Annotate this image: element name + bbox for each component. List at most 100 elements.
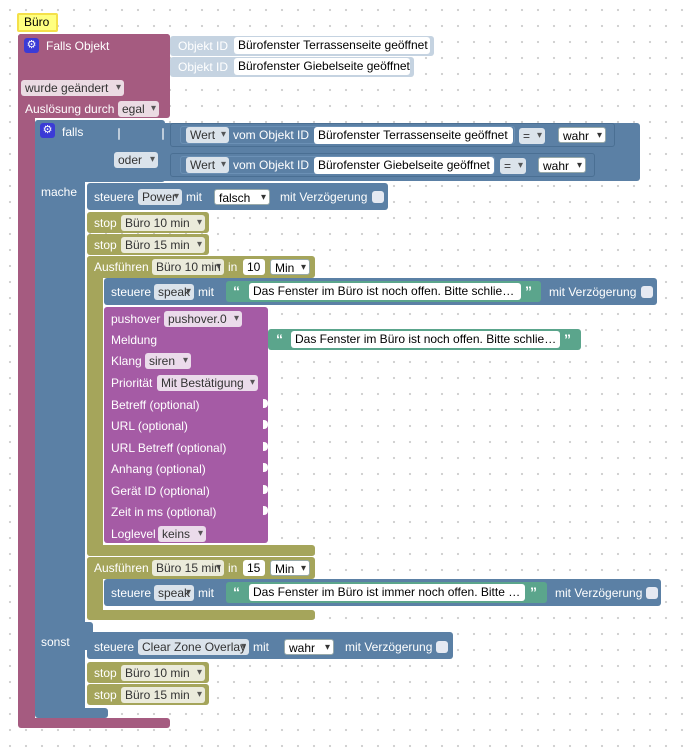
open-quote-icon: “ <box>233 584 240 600</box>
input-socket[interactable] <box>263 463 268 472</box>
cond2-value-dropdown[interactable]: wahr <box>538 157 586 173</box>
objid-chip-1-label: Objekt ID <box>178 39 229 53</box>
schedule-block-15-bottom <box>87 610 315 620</box>
stop-timer-dropdown[interactable]: Büro 10 min <box>121 665 205 681</box>
pushover-loglevel-label: Loglevel <box>111 527 156 541</box>
speak-1-steuere: steuere <box>111 285 152 299</box>
speak-2-mit: mit <box>198 586 214 600</box>
condition-dropdown[interactable]: wurde geändert <box>21 80 124 96</box>
workspace-label-text: Büro <box>24 15 50 29</box>
control-power-mit: mit <box>186 190 202 204</box>
cond2-operator-dropdown[interactable]: = <box>500 158 526 174</box>
objid-chip-1[interactable]: Objekt ID Bürofenster Terrassenseite geö… <box>170 36 434 56</box>
stop-timer-dropdown[interactable]: Büro 15 min <box>121 237 205 253</box>
input-socket[interactable] <box>263 506 268 515</box>
pushover-loglevel-dropdown[interactable]: keins <box>158 526 206 542</box>
schedule-15-timer[interactable]: Büro 15 min <box>152 560 224 576</box>
schedule-15-in: in <box>228 561 238 575</box>
schedule-block-10-bottom <box>87 545 315 556</box>
stop-label: stop <box>94 666 117 680</box>
speak-2-delay: mit Verzögerung <box>555 586 643 600</box>
open-quote-icon: “ <box>233 283 240 299</box>
pushover-klang-dropdown[interactable]: siren <box>145 353 191 369</box>
control-clear-delay: mit Verzögerung <box>345 640 433 654</box>
pushover-klang-label: Klang <box>111 354 142 368</box>
or-dropdown[interactable]: oder <box>114 152 158 168</box>
schedule-10-amount[interactable]: 10 <box>243 259 265 275</box>
pushover-meldung-label: Meldung <box>111 333 158 347</box>
speak-2-steuere: steuere <box>111 586 152 600</box>
cond1-operator-dropdown[interactable]: = <box>519 128 545 144</box>
control-clear-target[interactable]: Clear Zone Overlay <box>138 639 249 655</box>
stop-label: stop <box>94 216 117 230</box>
falls-label: falls <box>62 125 84 139</box>
control-power-value[interactable]: falsch <box>214 189 270 205</box>
schedule-block-15-arm <box>87 557 103 620</box>
cond1-object-field[interactable]: Bürofenster Terrassenseite geöffnet <box>314 127 513 144</box>
control-clear-steuere: steuere <box>94 640 135 654</box>
trigger-title: Falls Objekt <box>46 39 110 53</box>
speak-2-delay-checkbox[interactable] <box>646 587 658 599</box>
close-quote-icon: ” <box>530 584 537 600</box>
open-quote-icon: “ <box>276 331 283 347</box>
trigger-gear-icon[interactable]: ⚙ <box>24 38 39 53</box>
schedule-15-label: Ausführen <box>94 561 149 575</box>
objid-chip-2[interactable]: Objekt ID Bürofenster Giebelseite geöffn… <box>170 57 414 77</box>
objid-chip-2-value[interactable]: Bürofenster Giebelseite geöffnet <box>234 58 410 75</box>
control-clear-value[interactable]: wahr <box>284 639 334 655</box>
if-gear-icon[interactable]: ⚙ <box>40 123 55 138</box>
input-socket[interactable] <box>263 442 268 451</box>
schedule-15-amount[interactable]: 15 <box>243 560 265 576</box>
cond1-value-dropdown[interactable]: wahr <box>558 127 606 143</box>
cond2-object-field[interactable]: Bürofenster Giebelseite geöffnet <box>314 157 494 174</box>
schedule-10-in: in <box>228 260 238 274</box>
schedule-10-timer[interactable]: Büro 10 min <box>152 259 224 275</box>
pushover-instance[interactable]: pushover.0 <box>164 311 242 327</box>
if-bottom-bar <box>35 708 108 718</box>
objid-chip-1-value[interactable]: Bürofenster Terrassenseite geöffnet <box>234 37 430 54</box>
stop-label: stop <box>94 238 117 252</box>
control-power-delay-checkbox[interactable] <box>372 191 384 203</box>
schedule-10-unit[interactable]: Min <box>270 259 310 275</box>
stop-label: stop <box>94 688 117 702</box>
speak-1-target[interactable]: speak <box>154 284 194 300</box>
control-clear-delay-checkbox[interactable] <box>436 641 448 653</box>
pushover-prioritaet-label: Priorität <box>111 376 153 390</box>
speak-1-delay-checkbox[interactable] <box>641 286 653 298</box>
if-sonst-header <box>35 622 93 650</box>
speak-1-delay: mit Verzögerung <box>549 285 637 299</box>
schedule-15-unit[interactable]: Min <box>270 560 310 576</box>
speak-1-text[interactable]: Das Fenster im Büro ist noch offen. Bitt… <box>249 283 521 300</box>
close-quote-icon: ” <box>525 283 532 299</box>
trigger-bottom-bar <box>18 718 170 728</box>
speak-1-mit: mit <box>198 285 214 299</box>
cond2-prop-dropdown[interactable]: Wert <box>186 157 229 173</box>
cond1-prop-dropdown[interactable]: Wert <box>186 127 229 143</box>
ausloesung-label: Auslösung durch <box>25 102 115 116</box>
meldung-text[interactable]: Das Fenster im Büro ist noch offen. Bitt… <box>291 331 560 348</box>
input-socket[interactable] <box>263 399 268 408</box>
input-socket[interactable] <box>263 420 268 429</box>
pushover-url-betreff-label: URL Betreff (optional) <box>111 441 227 455</box>
if-block[interactable] <box>35 120 85 717</box>
close-quote-icon: ” <box>564 331 571 347</box>
stop-timer-dropdown[interactable]: Büro 10 min <box>121 215 205 231</box>
sonst-label: sonst <box>41 635 70 649</box>
stop-timer-dropdown[interactable]: Büro 15 min <box>121 687 205 703</box>
control-power-steuere: steuere <box>94 190 135 204</box>
pushover-url-label: URL (optional) <box>111 419 188 433</box>
pushover-zeit-label: Zeit in ms (optional) <box>111 505 217 519</box>
workspace-label[interactable]: Büro <box>17 13 58 32</box>
control-power-target[interactable]: Power <box>138 189 182 205</box>
speak-2-text[interactable]: Das Fenster im Büro ist immer noch offen… <box>249 584 525 601</box>
input-socket[interactable] <box>263 485 268 494</box>
pushover-anhang-label: Anhang (optional) <box>111 462 206 476</box>
pushover-geraet-label: Gerät ID (optional) <box>111 484 210 498</box>
pushover-prioritaet-dropdown[interactable]: Mit Bestätigung <box>157 375 258 391</box>
pushover-label: pushover <box>111 312 161 326</box>
speak-2-target[interactable]: speak <box>154 585 194 601</box>
schedule-block-10-arm <box>87 256 103 556</box>
ausloesung-dropdown[interactable]: egal <box>118 101 159 117</box>
pushover-block[interactable] <box>104 307 268 543</box>
or-connector-2 <box>162 128 164 140</box>
